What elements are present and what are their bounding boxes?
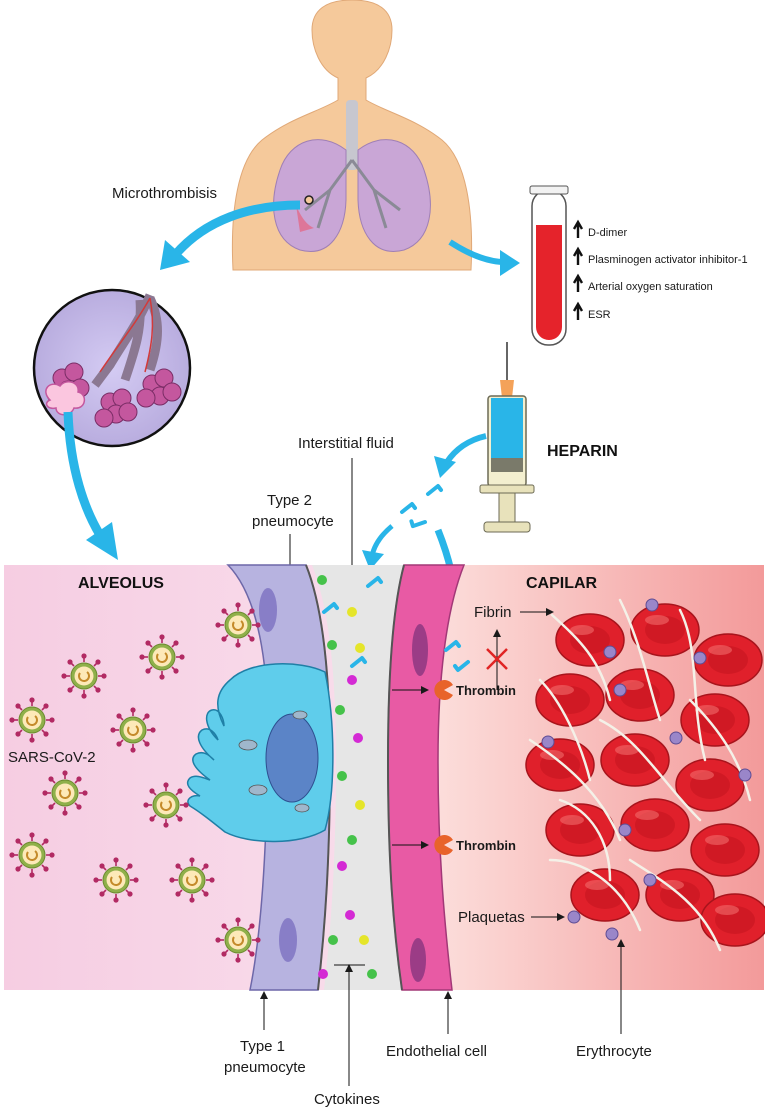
platelet-icon — [603, 645, 617, 659]
virus-icon — [92, 856, 140, 904]
blood-tube-icon — [529, 185, 569, 346]
erythrocyte-icon — [630, 603, 700, 657]
platelet-icon — [541, 735, 555, 749]
marker-pai1: Plasminogen activator inhibitor-1 — [588, 254, 748, 266]
plaquetas-label: Plaquetas — [458, 909, 525, 926]
marker-row: D-dimer — [572, 219, 627, 239]
virus-icon — [142, 781, 190, 829]
marker-row: ESR — [572, 301, 611, 321]
cytokines — [317, 575, 377, 979]
type2-pneumocyte-label-line1: Type 2 — [267, 492, 312, 509]
syringe-icon — [479, 342, 535, 533]
thrombin-label-1: Thrombin — [456, 683, 516, 698]
alveoli-zoom-icon — [32, 288, 192, 448]
platelet-icon — [567, 910, 581, 924]
virus-icon — [138, 633, 186, 681]
platelet-icon — [693, 651, 707, 665]
heparin-label: HEPARIN — [547, 443, 618, 460]
virus-icon — [109, 706, 157, 754]
platelet-icon — [643, 873, 657, 887]
cytokines-label: Cytokines — [314, 1091, 380, 1108]
arrow-to-alveoli-icon — [160, 200, 301, 270]
type1-pneumocyte-label-line1: Type 1 — [240, 1038, 285, 1055]
erythrocyte-label: Erythrocyte — [576, 1043, 652, 1060]
microthrombisis-label: Microthrombisis — [112, 185, 217, 202]
heparin-molecules — [400, 484, 443, 532]
blood-markers-list: D-dimer Plasminogen activator inhibitor-… — [572, 219, 748, 321]
arrow-to-blood-tube-icon — [448, 239, 520, 276]
fibrin-label: Fibrin — [474, 604, 512, 621]
thrombin-label-2: Thrombin — [456, 838, 516, 853]
up-arrow-icon — [572, 219, 584, 238]
alveolus-label: ALVEOLUS — [78, 575, 164, 592]
arrow-alveoli-to-section-icon — [63, 411, 118, 560]
up-arrow-icon — [572, 273, 584, 292]
marker-d-dimer: D-dimer — [588, 227, 627, 239]
erythrocyte-icon — [535, 673, 605, 727]
virus-icon — [41, 769, 89, 817]
sars-cov-2-label: SARS-CoV-2 — [8, 749, 96, 766]
up-arrow-icon — [572, 301, 584, 320]
erythrocyte-icon — [570, 868, 640, 922]
marker-row: Plasminogen activator inhibitor-1 — [572, 246, 748, 266]
heparin-molecule-icon — [408, 515, 427, 532]
erythrocyte-icon — [620, 798, 690, 852]
marker-oxygen: Arterial oxygen saturation — [588, 281, 713, 293]
erythrocyte-icon — [690, 823, 760, 877]
interstitial-fluid-label: Interstitial fluid — [298, 435, 394, 452]
virus-icon — [214, 916, 262, 964]
virus-icon — [168, 856, 216, 904]
endothelial-cell-label: Endothelial cell — [386, 1043, 487, 1060]
platelet-icon — [669, 731, 683, 745]
arrow-syringe-to-heparin-icon — [434, 433, 487, 478]
erythrocyte-icon — [600, 733, 670, 787]
up-arrow-icon — [572, 246, 584, 265]
platelet-icon — [618, 823, 632, 837]
platelets — [541, 598, 752, 941]
erythrocyte-icon — [700, 893, 765, 947]
type2-pneumocyte-label-line2: pneumocyte — [252, 513, 334, 530]
virus-icon — [214, 601, 262, 649]
capilar-label: CAPILAR — [526, 575, 598, 592]
erythrocyte-icon — [555, 613, 625, 667]
marker-row: Arterial oxygen saturation — [572, 273, 713, 293]
cross-icon — [486, 648, 508, 670]
virus-icon — [8, 696, 56, 744]
type2-pneumocyte-cell — [186, 663, 334, 843]
virus-icon — [8, 831, 56, 879]
platelet-icon — [605, 927, 619, 941]
platelet-icon — [613, 683, 627, 697]
lungs-icon — [273, 100, 431, 252]
marker-esr: ESR — [588, 309, 611, 321]
type1-pneumocyte-label-line2: pneumocyte — [224, 1059, 306, 1076]
interstitial-zone — [312, 565, 404, 990]
heparin-molecule-icon — [426, 484, 443, 496]
platelet-icon — [645, 598, 659, 612]
tissue-section — [4, 564, 764, 991]
fibrin-strands — [528, 598, 752, 952]
platelet-icon — [738, 768, 752, 782]
heparin-molecule-icon — [400, 502, 417, 514]
virus-icon — [60, 652, 108, 700]
erythrocyte-icon — [675, 758, 745, 812]
arrow-heparin-down-icon — [362, 524, 394, 570]
